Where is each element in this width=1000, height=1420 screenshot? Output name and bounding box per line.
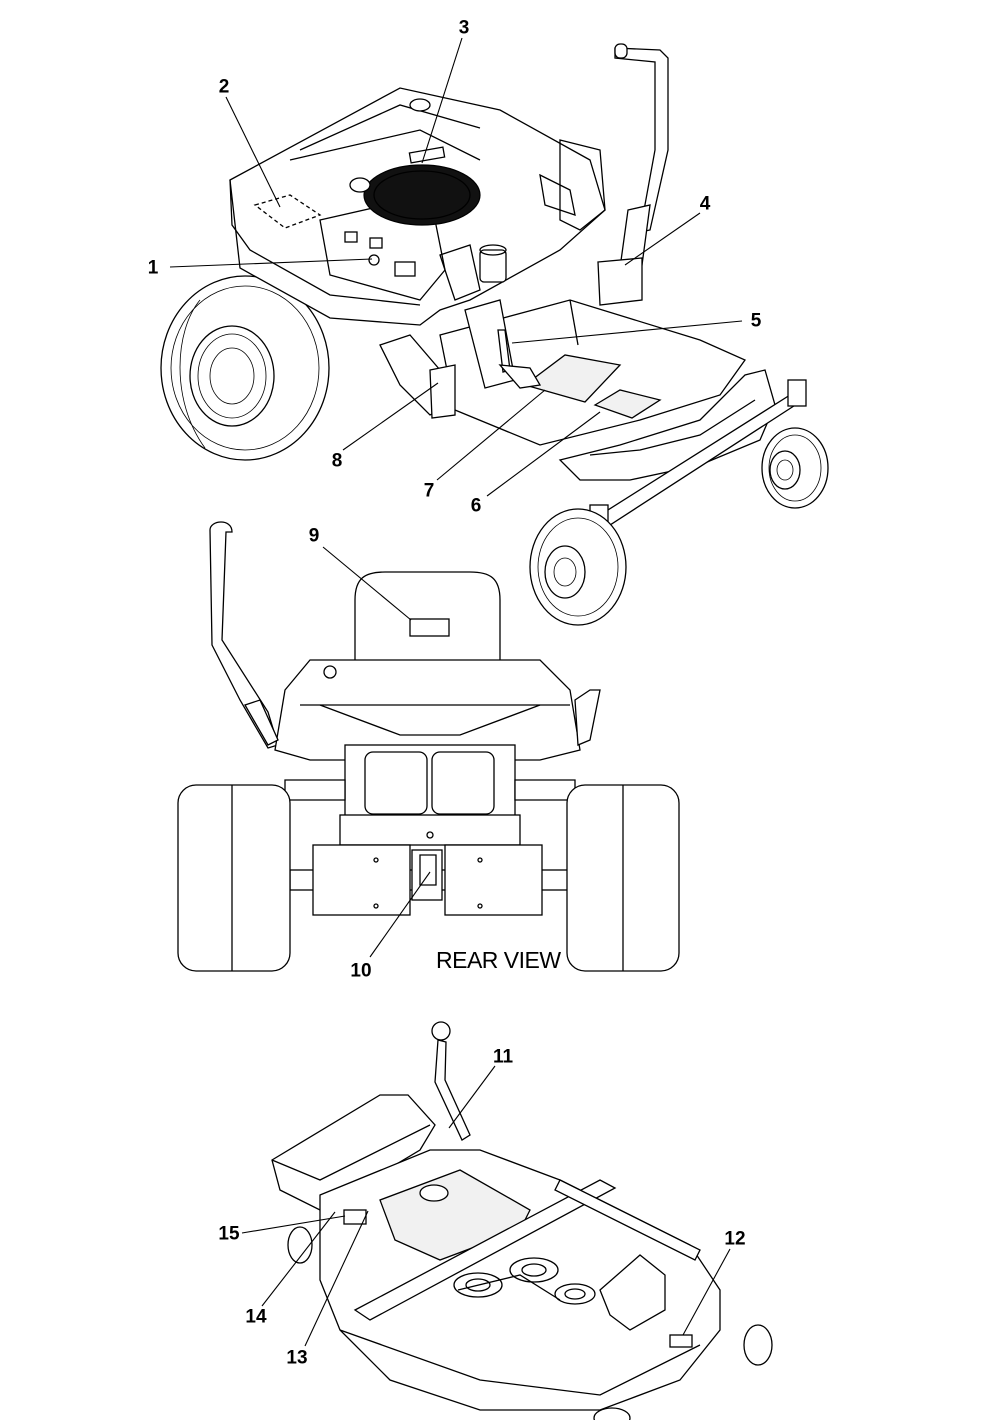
callout-14: 14 <box>245 1306 267 1328</box>
callout-15: 15 <box>218 1223 240 1245</box>
foot-platform <box>439 299 746 446</box>
front-caster-left <box>529 508 627 626</box>
mower-deck-view <box>271 1021 773 1420</box>
rear-tire-right-rearview <box>566 784 680 972</box>
callout-5: 5 <box>750 310 762 332</box>
callout-1: 1 <box>147 257 159 279</box>
callout-3: 3 <box>458 17 470 39</box>
callout-7: 7 <box>423 480 435 502</box>
callout-8: 8 <box>331 450 343 472</box>
callout-12: 12 <box>724 1228 746 1250</box>
deck-pulleys <box>453 1257 596 1305</box>
mower-isometric-view <box>160 43 829 626</box>
seat-back <box>354 571 501 686</box>
callout-13: 13 <box>286 1347 308 1369</box>
control-lever-right <box>597 43 669 306</box>
callout-9: 9 <box>308 525 320 547</box>
leader-lines <box>169 37 743 1347</box>
rear-view-label: REAR VIEW <box>436 947 561 973</box>
control-lever-left <box>379 334 456 419</box>
callout-4: 4 <box>699 193 711 215</box>
callout-6: 6 <box>470 495 482 517</box>
rear-view <box>177 521 680 972</box>
callout-2: 2 <box>218 76 230 98</box>
body-housing <box>229 87 606 326</box>
callout-10: 10 <box>350 960 372 982</box>
rear-tire-left <box>160 275 330 461</box>
rear-tire-left-rearview <box>177 784 291 972</box>
callout-11: 11 <box>492 1046 514 1068</box>
front-caster-right <box>761 427 829 509</box>
